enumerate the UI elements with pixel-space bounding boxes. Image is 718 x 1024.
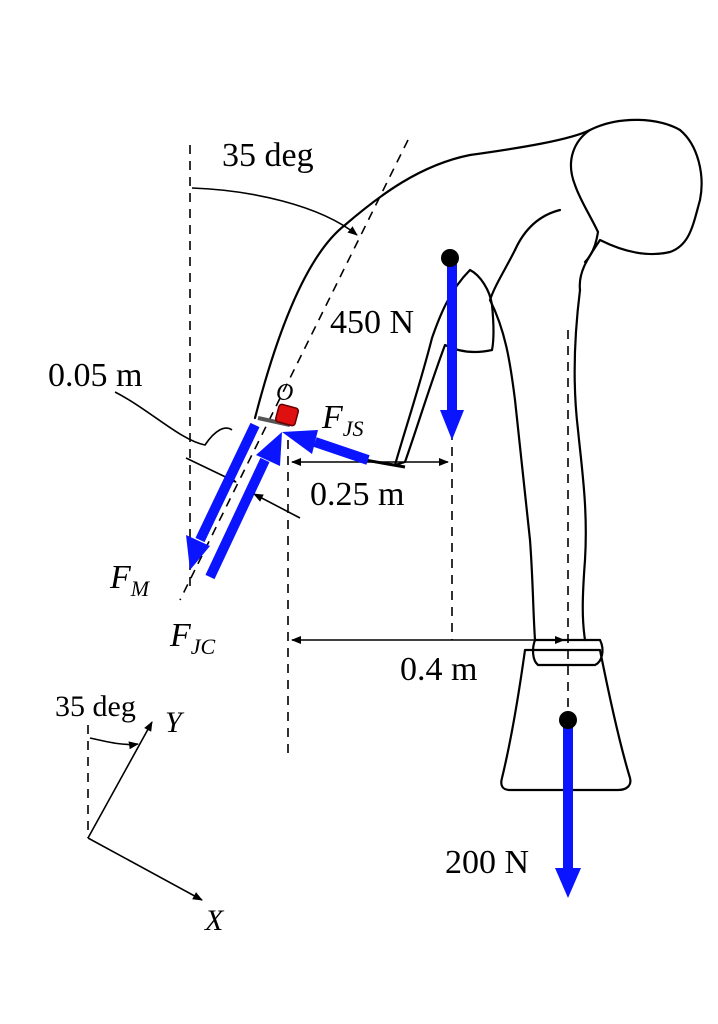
label-450n: 450 N xyxy=(330,304,414,341)
force-fjc-shaft xyxy=(205,457,270,580)
label-0-25m: 0.25 m xyxy=(310,476,404,513)
axis-x-line xyxy=(87,837,203,901)
joint-marker-o xyxy=(274,403,300,427)
load-cog-dot xyxy=(559,711,577,729)
angle-arc-top xyxy=(191,187,358,236)
force-fm-shaft xyxy=(195,422,260,543)
reference-lines xyxy=(87,139,569,838)
axes-angle-arc xyxy=(89,737,139,750)
trunk-axis-line xyxy=(179,139,409,601)
offset-arrow-right xyxy=(253,493,301,519)
axes-angle-label: 35 deg xyxy=(55,690,136,723)
head-outline xyxy=(570,128,600,264)
bag-outline xyxy=(500,648,632,792)
label-0-4m: 0.4 m xyxy=(400,651,477,688)
force-200n-head xyxy=(555,868,581,898)
upper-body-cog-dot xyxy=(441,249,459,267)
force-fjc-head xyxy=(256,432,282,466)
fjs-tail-segment xyxy=(364,458,406,469)
label-fjc: FJC xyxy=(169,617,216,659)
force-fjs-shaft xyxy=(313,437,370,465)
label-fjs: FJS xyxy=(321,399,364,441)
axis-x-label: X xyxy=(204,904,225,937)
front-leg-outline xyxy=(488,248,537,642)
person-figure xyxy=(253,118,703,792)
arm-outline xyxy=(393,208,562,467)
label-fm: FM xyxy=(109,559,151,601)
force-fm-head xyxy=(186,535,210,570)
label-0-05m: 0.05 m xyxy=(48,357,142,394)
rear-leg-outline xyxy=(573,288,587,642)
rotated-axes: 35 deg Y X xyxy=(55,690,225,937)
axis-y-label: Y xyxy=(165,706,185,739)
back-outline xyxy=(253,118,703,420)
force-450n-head xyxy=(440,410,464,440)
label-point-o: O xyxy=(276,380,293,406)
offset-leader xyxy=(114,391,233,446)
label-200n: 200 N xyxy=(445,844,529,881)
axis-y-line xyxy=(87,721,153,839)
angle-label-top: 35 deg xyxy=(222,137,314,174)
force-fjs-head xyxy=(282,430,318,454)
force-arrows xyxy=(186,249,581,898)
